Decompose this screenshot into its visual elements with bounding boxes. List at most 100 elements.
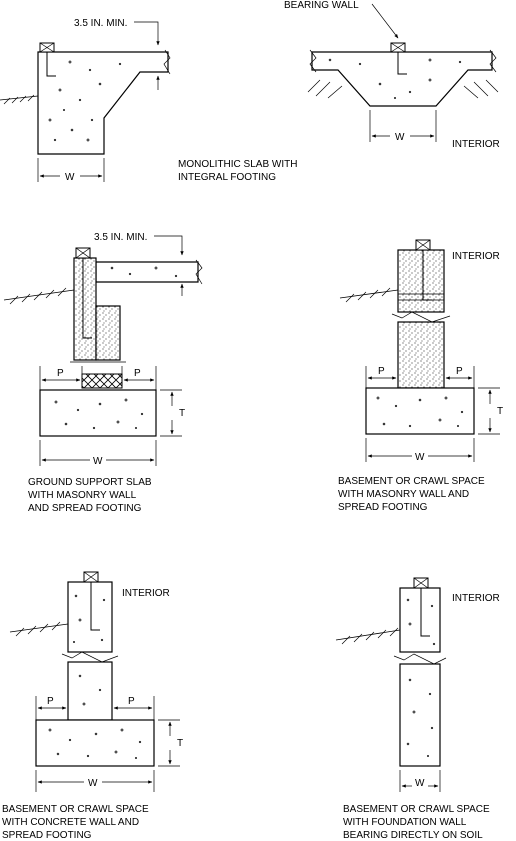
- t-ext-5: [158, 719, 180, 767]
- thickened-slab-body: [311, 51, 493, 107]
- p-label-5a: P: [47, 696, 54, 707]
- interior-label-2: INTERIOR: [452, 251, 500, 262]
- p-ext-4: [365, 366, 475, 388]
- masonry-wall-4-lower: [397, 321, 445, 389]
- masonry-wall-4-upper: [397, 249, 445, 313]
- ground-hatch-5: [15, 621, 61, 637]
- caption-foundation-3: BEARING DIRECTLY ON SOIL: [343, 830, 483, 841]
- caption-basement-masonry-3: SPREAD FOOTING: [338, 502, 428, 513]
- monolithic-slab-body: [37, 51, 169, 155]
- anchor-bolt-5: [90, 582, 100, 631]
- sill-plate-4-x: [415, 239, 431, 251]
- p-ext-5: [35, 696, 155, 720]
- w-ext-4: [365, 438, 475, 462]
- ground-hatch-4: [345, 287, 391, 303]
- caption-monolithic-2: INTEGRAL FOOTING: [178, 172, 276, 183]
- foundation-wall-6-lower: [399, 663, 441, 767]
- ground-hatch-1: [3, 94, 35, 105]
- break-line-3: [195, 259, 203, 285]
- aggregate-5a: [72, 594, 106, 644]
- caption-basement-concrete-3: SPREAD FOOTING: [2, 830, 92, 841]
- ground-line-5: [9, 623, 69, 633]
- sill-plate-2-x: [390, 42, 406, 53]
- wall-break-5: [61, 651, 119, 663]
- sill-plate-6-x: [413, 577, 429, 589]
- t-label-4: T: [497, 406, 503, 417]
- ground-hatch-2: [307, 79, 499, 99]
- p-label-3b: P: [134, 368, 141, 379]
- p-label-4a: P: [378, 366, 385, 377]
- concrete-wall-5-upper: [67, 581, 113, 653]
- caption-ground-3: AND SPREAD FOOTING: [28, 503, 142, 514]
- interior-label-3: INTERIOR: [122, 588, 170, 599]
- detail-ground-support-slab: 3.5 IN. MIN. P P: [3, 232, 203, 514]
- caption-foundation-1: BASEMENT OR CRAWL SPACE: [343, 804, 490, 815]
- aggregate-6b: [406, 678, 434, 758]
- ground-slab: [95, 261, 199, 283]
- detail-interior-bearing: BEARING WALL W INTERIOR: [284, 0, 500, 150]
- w-ext-1: [37, 158, 105, 182]
- bond-beam-4: [398, 293, 444, 301]
- aggregate-6a: [406, 598, 436, 646]
- caption-foundation-2: WITH FOUNDATION WALL: [343, 817, 467, 828]
- anchor-bolt-2: [397, 52, 407, 75]
- spread-footing-4: [365, 387, 475, 435]
- ground-line-1: [0, 95, 39, 101]
- caption-ground-1: GROUND SUPPORT SLAB: [28, 477, 152, 488]
- masonry-wall-3b: [95, 305, 121, 361]
- p-label-5b: P: [128, 696, 135, 707]
- caption-monolithic-1: MONOLITHIC SLAB WITH: [178, 159, 297, 170]
- aggregate-2: [328, 58, 462, 100]
- wall-break-6: [393, 653, 447, 665]
- anchor-bolt-3: [82, 258, 92, 339]
- w-ext-3: [39, 440, 157, 466]
- t-ext-3: [160, 389, 182, 437]
- wall-break-4: [391, 311, 451, 323]
- min-leader-1: [134, 21, 160, 46]
- t-label-5: T: [177, 738, 183, 749]
- caption-ground-2: WITH MASONRY WALL: [28, 490, 137, 501]
- w-ext-5: [35, 770, 155, 792]
- interior-label-1: INTERIOR: [452, 139, 500, 150]
- sill-plate-5-x: [83, 571, 99, 583]
- anchor-bolt: [46, 52, 56, 77]
- caption-basement-concrete-2: WITH CONCRETE WALL AND: [2, 817, 139, 828]
- interior-label-4: INTERIOR: [452, 593, 500, 604]
- caption-basement-masonry-2: WITH MASONRY WALL AND: [338, 489, 469, 500]
- aggregate-5b: [78, 674, 102, 706]
- aggregate-3b: [54, 398, 144, 430]
- aggregate-4: [376, 396, 464, 428]
- w-label-1: W: [65, 172, 75, 183]
- bearing-wall-label: BEARING WALL: [284, 0, 359, 11]
- detail-foundation-wall-soil: INTERIOR W BASEMENT OR CRAWL SPACE WITH …: [335, 577, 500, 841]
- break-line: [163, 49, 171, 75]
- min-label-2: 3.5 IN. MIN.: [94, 232, 147, 243]
- sill-plate-3-x: [75, 247, 91, 259]
- t-ext-4: [478, 387, 500, 435]
- ground-hatch-3: [9, 287, 67, 305]
- spread-footing-5: [35, 719, 155, 767]
- p-label-4b: P: [456, 366, 463, 377]
- aggregate-1: [48, 60, 122, 142]
- min-leader-2: [154, 235, 184, 256]
- bearing-wall-leader: [371, 3, 399, 39]
- foundation-wall-6-upper: [399, 587, 441, 653]
- detail-monolithic-slab: 3.5 IN. MIN. W MONOLITHIC SLAB WITH INTE…: [0, 18, 297, 183]
- w-label-6: W: [415, 778, 425, 789]
- min-label-1: 3.5 IN. MIN.: [74, 18, 127, 29]
- w-label-4: W: [415, 452, 425, 463]
- p-label-3a: P: [57, 368, 64, 379]
- footing-block-3: [81, 373, 123, 389]
- aggregate-3: [110, 266, 178, 278]
- detail-basement-masonry: INTERIOR P P T W BASEMENT OR CRAWL SPACE…: [338, 239, 503, 513]
- break-line-2b: [489, 49, 497, 73]
- anchor-bolt-6: [420, 588, 430, 637]
- concrete-wall-5-lower: [67, 661, 113, 721]
- w-label-2: W: [395, 132, 405, 143]
- ground-line-4: [339, 289, 399, 299]
- masonry-wall-3: [73, 257, 97, 361]
- ground-line-6: [335, 629, 401, 641]
- w-label-5: W: [88, 778, 98, 789]
- break-line-2a: [309, 49, 317, 73]
